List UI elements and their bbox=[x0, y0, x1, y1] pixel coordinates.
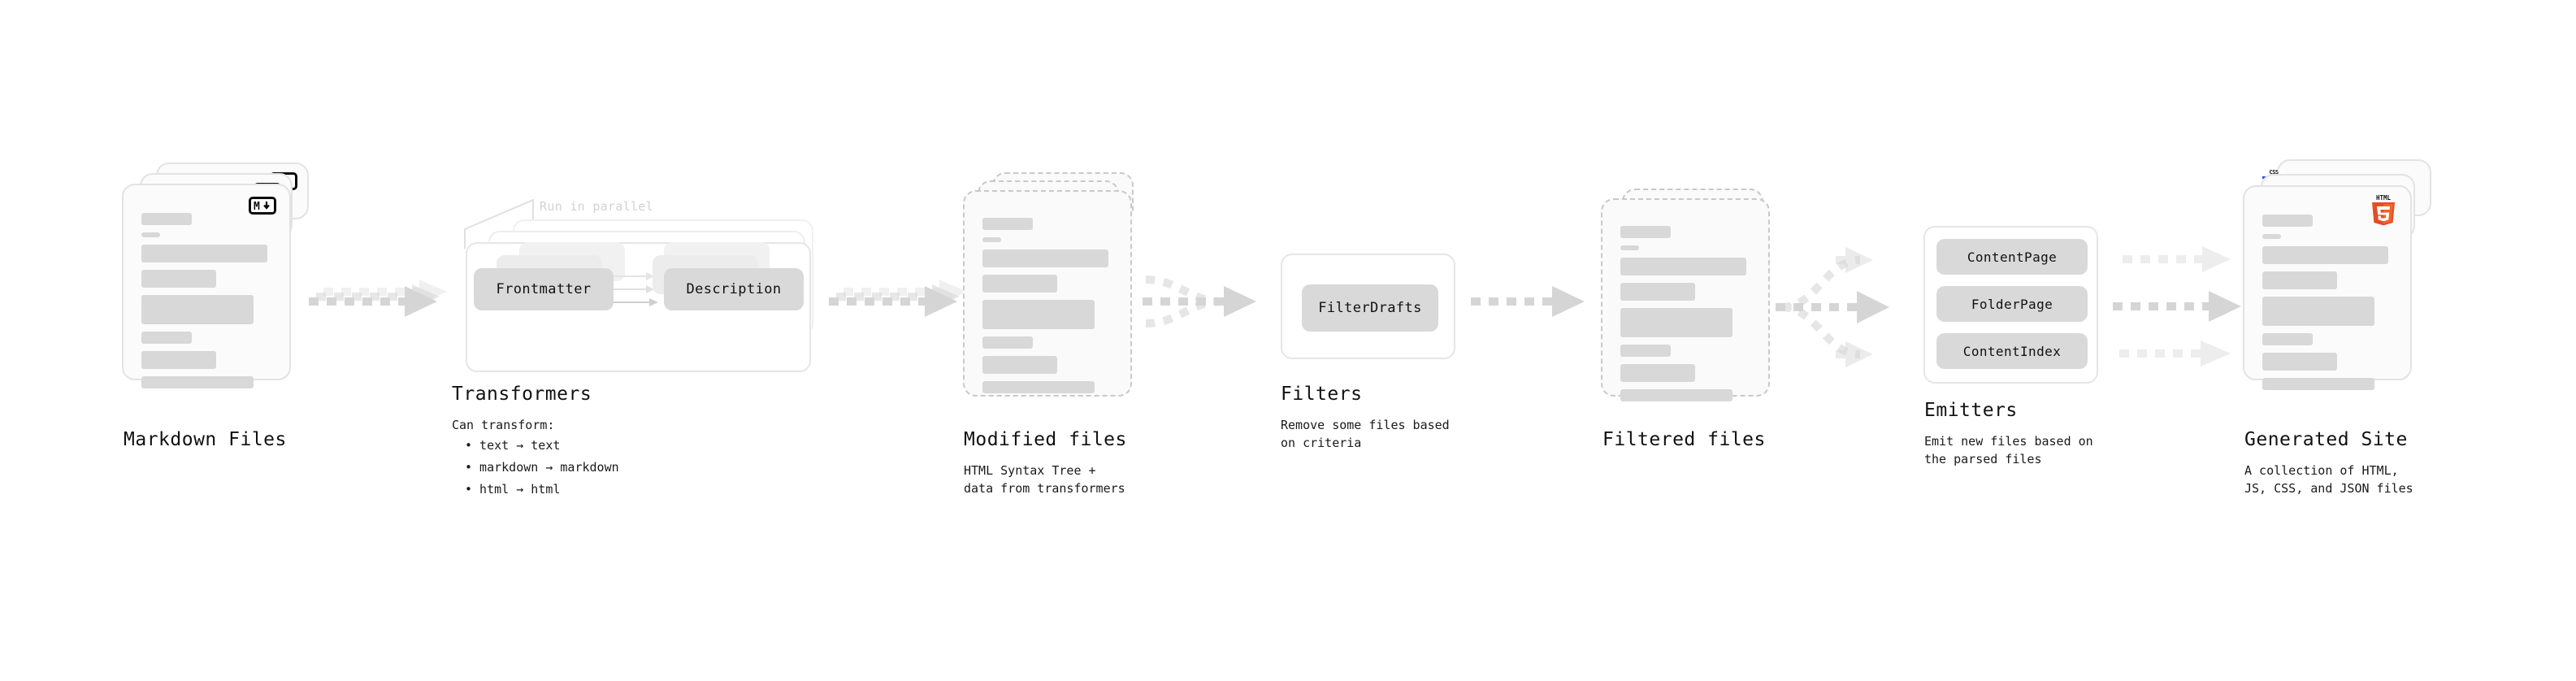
emitters-card: ContentPage FolderPage ContentIndex bbox=[1923, 226, 2098, 384]
modified-files-subtitle: HTML Syntax Tree + data from transformer… bbox=[964, 463, 1125, 496]
emitters-title: Emitters bbox=[1924, 400, 2018, 421]
markdown-files-title: Markdown Files bbox=[124, 429, 287, 450]
transformer-chip-frontmatter-label: Frontmatter bbox=[496, 281, 592, 297]
modified-file-front bbox=[963, 190, 1132, 397]
modified-content-placeholder-lines bbox=[982, 218, 1112, 401]
emitter-chip-contentindex-label: ContentIndex bbox=[1962, 343, 2062, 359]
filters-card: FilterDrafts bbox=[1281, 254, 1455, 359]
filters-subtitle: Remove some files based on criteria bbox=[1281, 418, 1450, 450]
connector-filtered-to-emitters bbox=[1776, 247, 1889, 367]
transformers-bullet-1: • text → text bbox=[465, 438, 561, 453]
transformer-chip-frontmatter[interactable]: Frontmatter bbox=[474, 268, 614, 310]
transformers-title: Transformers bbox=[452, 384, 592, 405]
run-in-parallel-label: Run in parallel bbox=[540, 199, 653, 214]
transformers-bullet-2: • markdown → markdown bbox=[465, 460, 619, 475]
transformer-chip-description[interactable]: Description bbox=[664, 268, 804, 310]
filter-chip-filterdrafts-label: FilterDrafts bbox=[1318, 300, 1422, 316]
transformers-group: Frontmatter Description bbox=[451, 219, 833, 374]
markdown-files-stack: M M M bbox=[122, 163, 309, 423]
connector-markdown-to-transformers bbox=[309, 280, 447, 317]
emitter-chip-folderpage[interactable]: FolderPage bbox=[1936, 286, 2088, 322]
transformer-inner-arrows bbox=[607, 272, 658, 306]
generated-site-stack: CSS HTML bbox=[2243, 159, 2446, 436]
transformers-bullet-3: • html → html bbox=[465, 482, 561, 497]
emitter-chip-contentpage[interactable]: ContentPage bbox=[1936, 239, 2088, 275]
run-in-parallel-bracket bbox=[464, 199, 534, 249]
transformer-chip-description-label: Description bbox=[686, 281, 782, 297]
emitter-chip-folderpage-label: FolderPage bbox=[1971, 296, 2053, 312]
filtered-file-front bbox=[1601, 198, 1770, 401]
filtered-files-title: Filtered files bbox=[1602, 429, 1766, 450]
modified-files-stack bbox=[963, 172, 1150, 432]
generated-site-title: Generated Site bbox=[2244, 429, 2408, 450]
filters-title: Filters bbox=[1281, 384, 1363, 405]
generated-site-subtitle: A collection of HTML, JS, CSS, and JSON … bbox=[2244, 463, 2413, 496]
svg-text:HTML: HTML bbox=[2376, 194, 2392, 202]
filter-chip-filterdrafts[interactable]: FilterDrafts bbox=[1302, 284, 1438, 332]
generated-file-html: HTML bbox=[2243, 185, 2412, 390]
markdown-icon: M bbox=[249, 197, 276, 215]
modified-files-title: Modified files bbox=[964, 429, 1127, 450]
generated-content-placeholder-lines bbox=[2262, 215, 2392, 397]
svg-text:M: M bbox=[254, 201, 260, 211]
transformers-subtitle: Can transform: bbox=[452, 418, 555, 432]
css-icon-label: CSS bbox=[2269, 169, 2279, 176]
filtered-files-stack bbox=[1601, 189, 1788, 449]
file-content-placeholder-lines bbox=[141, 213, 271, 396]
connector-transformers-to-modified bbox=[829, 280, 967, 317]
filtered-content-placeholder-lines bbox=[1620, 226, 1750, 409]
markdown-file-front: M bbox=[122, 184, 291, 388]
connector-emitters-to-site bbox=[2113, 246, 2241, 367]
emitters-subtitle: Emit new files based on the parsed files bbox=[1924, 434, 2093, 466]
emitter-chip-contentpage-label: ContentPage bbox=[1967, 249, 2058, 265]
connector-modified-to-filters bbox=[1143, 275, 1256, 327]
connector-filters-to-filtered bbox=[1471, 286, 1585, 317]
html5-icon: HTML bbox=[2370, 193, 2397, 226]
emitter-chip-contentindex[interactable]: ContentIndex bbox=[1936, 333, 2088, 369]
